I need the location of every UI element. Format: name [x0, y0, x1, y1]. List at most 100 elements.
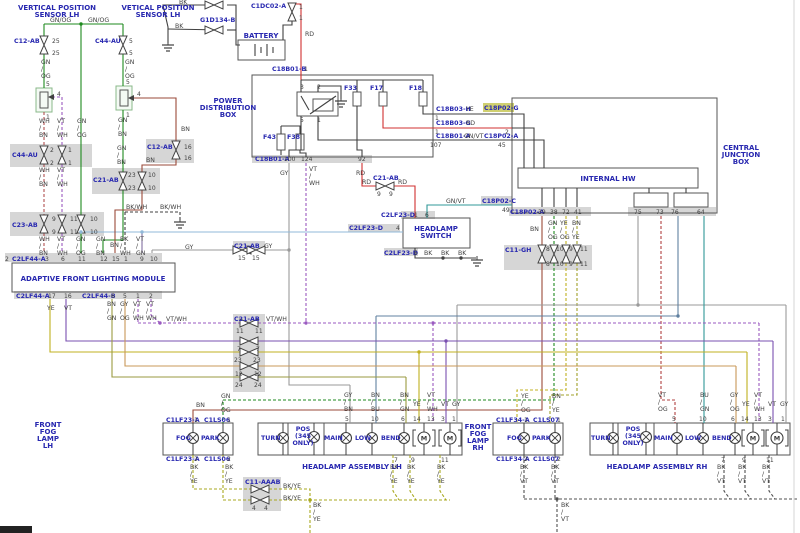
pin-number: 9: [569, 261, 573, 268]
pin-number: 15: [112, 256, 120, 263]
wire: [282, 21, 293, 40]
highlight-strip: [146, 139, 194, 163]
highlight-strip: [14, 291, 162, 299]
wire-color-label: GY: [452, 401, 460, 408]
wire: [227, 4, 240, 46]
pin-number: 64: [697, 209, 705, 216]
inline-connector-icon: [204, 0, 224, 10]
wire-color-label: VT/OG: [658, 392, 668, 413]
wire: [125, 211, 181, 220]
pin-number: 7: [394, 457, 398, 464]
pin-number: 5: [123, 293, 127, 300]
wire-color-label: BN: [146, 157, 155, 164]
wire-color-label: VT/WH: [133, 301, 144, 322]
pin-number: 1: [299, 4, 303, 11]
component-box: [162, 422, 234, 456]
connector-label: C18P02-G: [484, 105, 519, 112]
motor-icon: M: [447, 434, 453, 442]
component-title: INTERNAL HW: [580, 175, 635, 183]
connector-label: TURN: [591, 435, 611, 442]
connector-label: C12-AB: [14, 38, 40, 45]
wire: [141, 159, 177, 172]
pin-number: 9: [411, 457, 415, 464]
wire: [131, 97, 177, 141]
wire-color-label: BK/VT: [717, 464, 726, 485]
junction-dot: [459, 256, 463, 260]
wire-color-label: VT: [768, 401, 776, 408]
junction-dot: [304, 321, 308, 325]
pin-number: 6: [401, 416, 405, 423]
pin-number: 4: [137, 91, 141, 98]
wire: [439, 455, 447, 501]
highlight-strip: [628, 207, 716, 216]
wire-color-label: BN/GN: [107, 301, 117, 322]
wire-color-label: BK/YE: [283, 483, 301, 490]
component-box: [312, 98, 334, 112]
component-box: [237, 39, 286, 61]
wire-color-label: GN/VT: [464, 133, 484, 140]
pin-number: 14: [741, 416, 749, 423]
wire: [309, 95, 337, 115]
wire-color-label: GN/OG: [77, 118, 87, 139]
wire-color-label: YE: [412, 401, 421, 408]
wire: [356, 106, 363, 157]
pin-number: 15: [238, 255, 246, 262]
pin-number: 5: [46, 81, 50, 88]
pin-number: 2: [50, 147, 54, 154]
connector-label: C18P02-A: [510, 209, 544, 216]
wire-color-label: GY/BN: [344, 392, 353, 413]
wire-color-label: BN/YE: [551, 393, 561, 414]
wire-color-label: BN/GN: [400, 392, 410, 413]
component-title: BATTERY: [244, 32, 280, 40]
pin-number: 15: [252, 255, 260, 262]
pin-number: 1: [414, 212, 418, 219]
pin-number: 11: [255, 328, 263, 335]
inline-connector-icon: [76, 214, 86, 234]
pin-number: 6: [61, 256, 65, 263]
wire-color-label: GN/OG: [221, 393, 231, 414]
wire-color-label: BK/YE: [189, 464, 199, 485]
wire-color-label: GY/OG: [730, 392, 740, 413]
wire-color-label: BK: [179, 0, 188, 6]
pin-number: 76: [671, 209, 679, 216]
inline-connector-icon: [239, 318, 259, 328]
wire-color-label: YE: [46, 305, 55, 312]
bulb-icon: [309, 432, 319, 442]
connector-label: C11-GH: [505, 247, 531, 254]
wire-color-label: VT/WH: [57, 167, 68, 188]
motor-icon: M: [421, 434, 427, 442]
pin-number: 10: [699, 416, 707, 423]
pin-number: 38: [550, 209, 558, 216]
pin-number: 45: [498, 142, 506, 149]
component-box: [257, 422, 463, 456]
wire-color-label: BU/GN: [700, 392, 710, 413]
highlight-strip: [243, 477, 281, 511]
pin-number: 3: [300, 84, 304, 91]
component-box: [296, 91, 339, 117]
junction-dot: [444, 339, 448, 343]
connector-label: C18P02-C: [482, 198, 516, 205]
pin-number: 49: [502, 207, 510, 214]
pin-number: 124: [301, 156, 313, 163]
connector-label: F38: [287, 134, 300, 141]
component-box: [673, 192, 709, 208]
wire-color-label: VT/WH: [166, 316, 187, 323]
pin-number: 73: [656, 209, 664, 216]
pin-number: 2: [5, 256, 9, 263]
highlight-strip: [348, 224, 400, 232]
bulb-icon: [672, 433, 682, 443]
wire-color-label: BK/VT: [738, 464, 747, 485]
motor-icon: [761, 429, 765, 447]
wire: [288, 250, 350, 386]
wire-color-label: YE: [741, 401, 750, 408]
connector-label: BEND: [712, 435, 732, 442]
inline-connector-icon: [561, 244, 571, 264]
pin-number: 7: [256, 346, 260, 353]
pin-number: 10: [556, 246, 564, 253]
pin-number: 2: [50, 160, 54, 167]
highlight-strip: [233, 241, 265, 250]
connector-label: C12-AB: [147, 144, 173, 151]
